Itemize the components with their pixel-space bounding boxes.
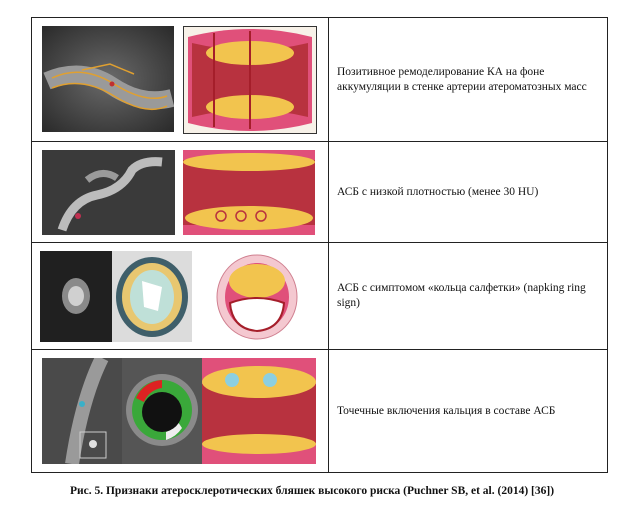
ct-image-spotty-calcification [42, 358, 122, 464]
figure-table: Позитивное ремоделирование КА на фоне ак… [31, 17, 608, 473]
description-cell: АСБ с низкой плотностью (менее 30 HU) [329, 142, 607, 242]
ct-image-positive-remodeling [42, 26, 174, 132]
table-row: Точечные включения кальция в составе АСБ [32, 350, 607, 472]
table-row: Позитивное ремоделирование КА на фоне ак… [32, 18, 607, 142]
schematic-spotty-calcification [202, 358, 316, 464]
image-cell [32, 142, 329, 242]
image-cell [32, 350, 329, 472]
description-cell: АСБ с симптомом «кольца салфетки» (napki… [329, 243, 607, 349]
description-text: АСБ с симптомом «кольца салфетки» (napki… [337, 282, 586, 309]
ivus-image-spotty-calcification [122, 358, 202, 464]
image-cell [32, 18, 329, 141]
schematic-napkin-ring [198, 251, 316, 342]
table-row: АСБ с симптомом «кольца салфетки» (napki… [32, 243, 607, 350]
schematic-low-density [183, 150, 315, 235]
description-cell: Точечные включения кальция в составе АСБ [329, 350, 607, 472]
description-cell: Позитивное ремоделирование КА на фоне ак… [329, 18, 607, 141]
description-text: АСБ с низкой плотностью (менее 30 HU) [337, 185, 539, 198]
description-text: Позитивное ремоделирование КА на фоне ак… [337, 65, 587, 93]
ct-image-low-density [42, 150, 175, 235]
table-row: АСБ с низкой плотностью (менее 30 HU) [32, 142, 607, 243]
description-text: Точечные включения кальция в составе АСБ [337, 404, 556, 417]
histology-napkin-ring [112, 251, 192, 342]
schematic-positive-remodeling [183, 26, 317, 134]
image-cell [32, 243, 329, 349]
ct-image-napkin-ring [40, 251, 112, 342]
figure-caption: Рис. 5. Признаки атеросклеротических бля… [69, 485, 555, 497]
